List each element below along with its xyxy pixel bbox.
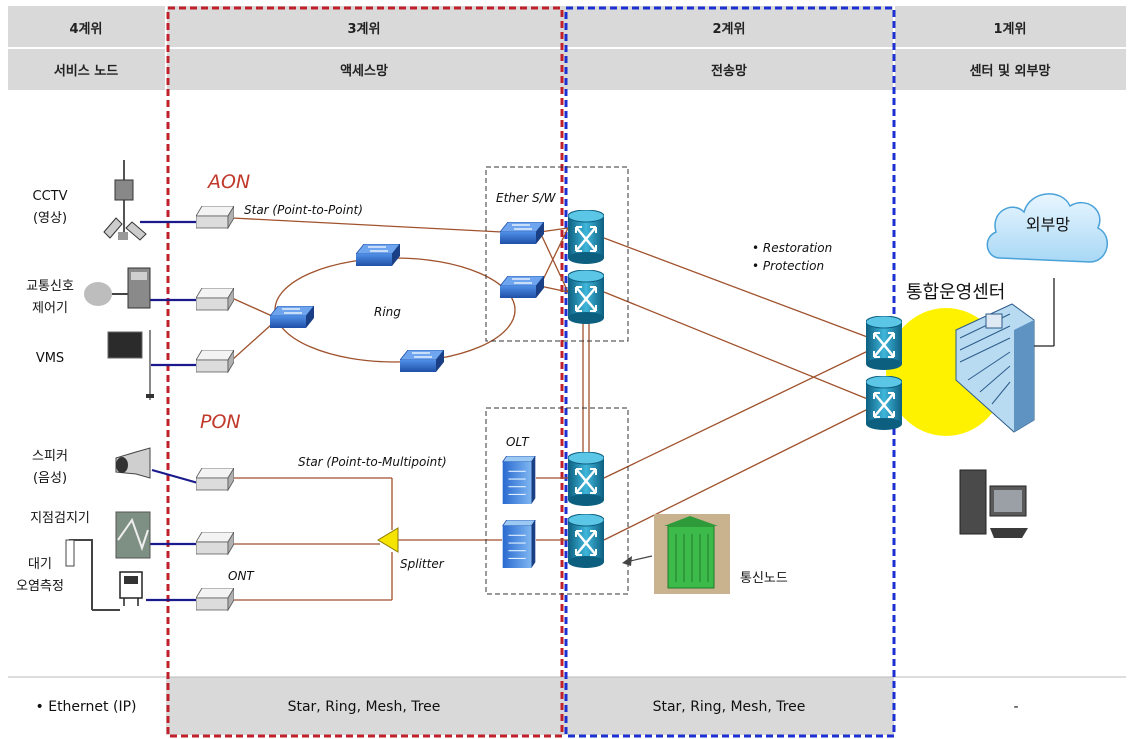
- air-quality-sensor-icon: [65, 539, 143, 611]
- col4-title: 센터 및 외부망: [970, 63, 1051, 79]
- col4-level: 1계위: [994, 22, 1027, 37]
- star-p2p-label: Star (Point-to-Point): [244, 203, 363, 217]
- olt-device-1: [502, 456, 536, 504]
- transport-network-region: [564, 6, 896, 738]
- col3-level: 2계위: [713, 22, 746, 37]
- transport-router-4: [568, 514, 604, 568]
- ont-device-4: [196, 468, 234, 491]
- cctv-camera-icon: [103, 160, 147, 241]
- ether-switch-2: [500, 276, 544, 298]
- speaker-icon: [115, 447, 151, 479]
- ont-label: ONT: [228, 569, 255, 583]
- ring-switch-3: [400, 350, 444, 372]
- col2-level: 3계위: [348, 22, 381, 37]
- splitter-label: Splitter: [400, 557, 445, 571]
- ring-switch-2: [356, 244, 400, 266]
- ring-label: Ring: [374, 305, 401, 319]
- footer-col3: Star, Ring, Mesh, Tree: [653, 699, 806, 715]
- operations-center-building-icon: [955, 303, 1035, 433]
- center-label: 통합운영센터: [906, 282, 1005, 303]
- workstation-computer-icon: [959, 469, 1028, 538]
- vms-label: VMS: [36, 351, 64, 366]
- transport-router-2: [568, 270, 604, 324]
- col1-title: 서비스 노드: [54, 64, 118, 79]
- ont-device-2: [196, 288, 234, 311]
- olt-group: [485, 407, 629, 595]
- speaker-label: 스피커: [32, 449, 68, 464]
- network-links: [231, 217, 871, 601]
- olt-device-2: [502, 520, 536, 568]
- ont-device-5: [196, 532, 234, 555]
- air-label: 대기: [28, 557, 52, 572]
- speaker-sub-label: (음성): [33, 471, 67, 486]
- protection-label: • Protection: [752, 259, 824, 273]
- restoration-label: • Restoration: [752, 241, 832, 255]
- cctv-label: CCTV: [33, 189, 68, 204]
- pon-label: PON: [200, 411, 241, 433]
- cctv-sub-label: (영상): [33, 211, 67, 226]
- footer-col4: -: [1013, 699, 1018, 715]
- aon-label: AON: [206, 171, 250, 193]
- detector-icon: [115, 511, 151, 559]
- comm-node-cabinet-icon: [654, 514, 730, 594]
- transport-router-1: [568, 210, 604, 264]
- ont-device-1: [196, 206, 234, 229]
- vms-board-icon: [107, 330, 154, 400]
- detector-label: 지점검지기: [30, 511, 90, 526]
- olt-label: OLT: [506, 435, 530, 449]
- device-links: [140, 220, 199, 602]
- traffic-controller-icon: [84, 267, 151, 309]
- col1-level: 4계위: [70, 22, 103, 37]
- ont-device-3: [196, 350, 234, 373]
- comm-node-label: 통신노드: [740, 571, 788, 586]
- air-sub-label: 오염측정: [16, 579, 64, 594]
- splitter-icon: [377, 527, 399, 553]
- col3-title: 전송망: [711, 63, 747, 79]
- transport-router-3: [568, 452, 604, 506]
- traffic-label: 교통신호: [26, 279, 74, 294]
- footer-col2: Star, Ring, Mesh, Tree: [288, 699, 441, 715]
- footer-band: [166, 677, 894, 735]
- external-network-cloud-icon: [986, 193, 1108, 263]
- star-p2mp-label: Star (Point-to-Multipoint): [298, 455, 447, 469]
- col2-title: 액세스망: [340, 63, 388, 79]
- ether-switch-group: [485, 166, 629, 342]
- center-router-1: [866, 316, 902, 370]
- traffic-sub-label: 제어기: [32, 301, 68, 316]
- ont-device-6: [196, 588, 234, 611]
- ring-switch-1: [270, 306, 314, 328]
- center-router-2: [866, 376, 902, 430]
- footer-col1: • Ethernet (IP): [36, 699, 137, 715]
- external-network-label: 외부망: [1026, 215, 1070, 234]
- ether-sw-label: Ether S/W: [496, 191, 557, 205]
- ether-switch-1: [500, 222, 544, 244]
